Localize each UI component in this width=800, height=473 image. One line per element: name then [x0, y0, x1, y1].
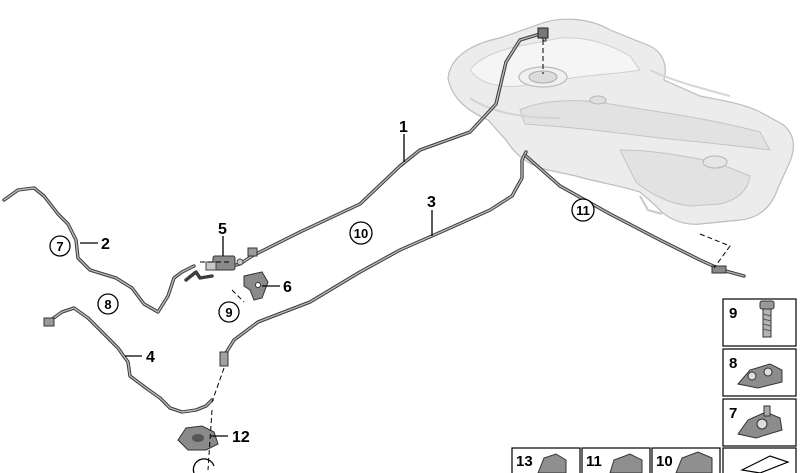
callout-6: 6	[283, 279, 292, 296]
fuel-line-11	[524, 154, 746, 278]
svg-text:9: 9	[729, 305, 737, 322]
circled-ref-9: 9	[218, 301, 240, 323]
fuel-line-1	[230, 27, 549, 268]
grommet-part-12	[177, 425, 219, 451]
double-clip-icon	[737, 363, 783, 389]
callout-2: 2	[101, 236, 110, 253]
legend-box-9: 9	[722, 298, 797, 347]
legend-box-10: 10	[651, 447, 721, 473]
svg-text:10: 10	[354, 226, 368, 241]
fuel-tank-illustration	[447, 18, 794, 225]
clip-icon-10	[675, 451, 713, 473]
callout-1: 1	[399, 119, 408, 136]
bracket-part-6	[243, 271, 269, 301]
legend-box-blank	[722, 447, 797, 473]
callout-5: 5	[218, 221, 227, 238]
circled-ref-7: 7	[49, 235, 71, 257]
svg-text:7: 7	[56, 239, 63, 254]
fuel-line-4	[43, 306, 214, 414]
svg-text:8: 8	[104, 297, 111, 312]
callout-12: 12	[232, 429, 250, 446]
callout-4: 4	[146, 349, 155, 366]
legend-box-7: 7	[722, 398, 797, 447]
svg-text:11: 11	[576, 203, 590, 218]
svg-text:10: 10	[656, 453, 673, 470]
svg-text:7: 7	[729, 405, 737, 422]
fuel-line-3	[219, 150, 528, 367]
svg-text:13: 13	[516, 453, 533, 470]
svg-text:11: 11	[586, 453, 602, 470]
pipe-clip-icon	[737, 405, 783, 439]
legend-box-8: 8	[722, 348, 797, 397]
svg-text:9: 9	[225, 305, 232, 320]
fuel-line-2	[2, 186, 214, 314]
circled-ref-8: 8	[97, 293, 119, 315]
clip-icon-11	[609, 453, 643, 473]
shim-icon	[740, 455, 790, 473]
legend-box-13: 13	[511, 447, 581, 473]
svg-text:8: 8	[729, 355, 737, 372]
callout-3: 3	[427, 194, 436, 211]
connector-part-5	[205, 255, 244, 271]
circled-ref-10: 10	[349, 221, 373, 245]
nut-icon	[537, 453, 567, 473]
legend-box-11: 11	[581, 447, 651, 473]
bolt-icon	[759, 300, 775, 338]
circled-ref-11: 11	[571, 198, 595, 222]
